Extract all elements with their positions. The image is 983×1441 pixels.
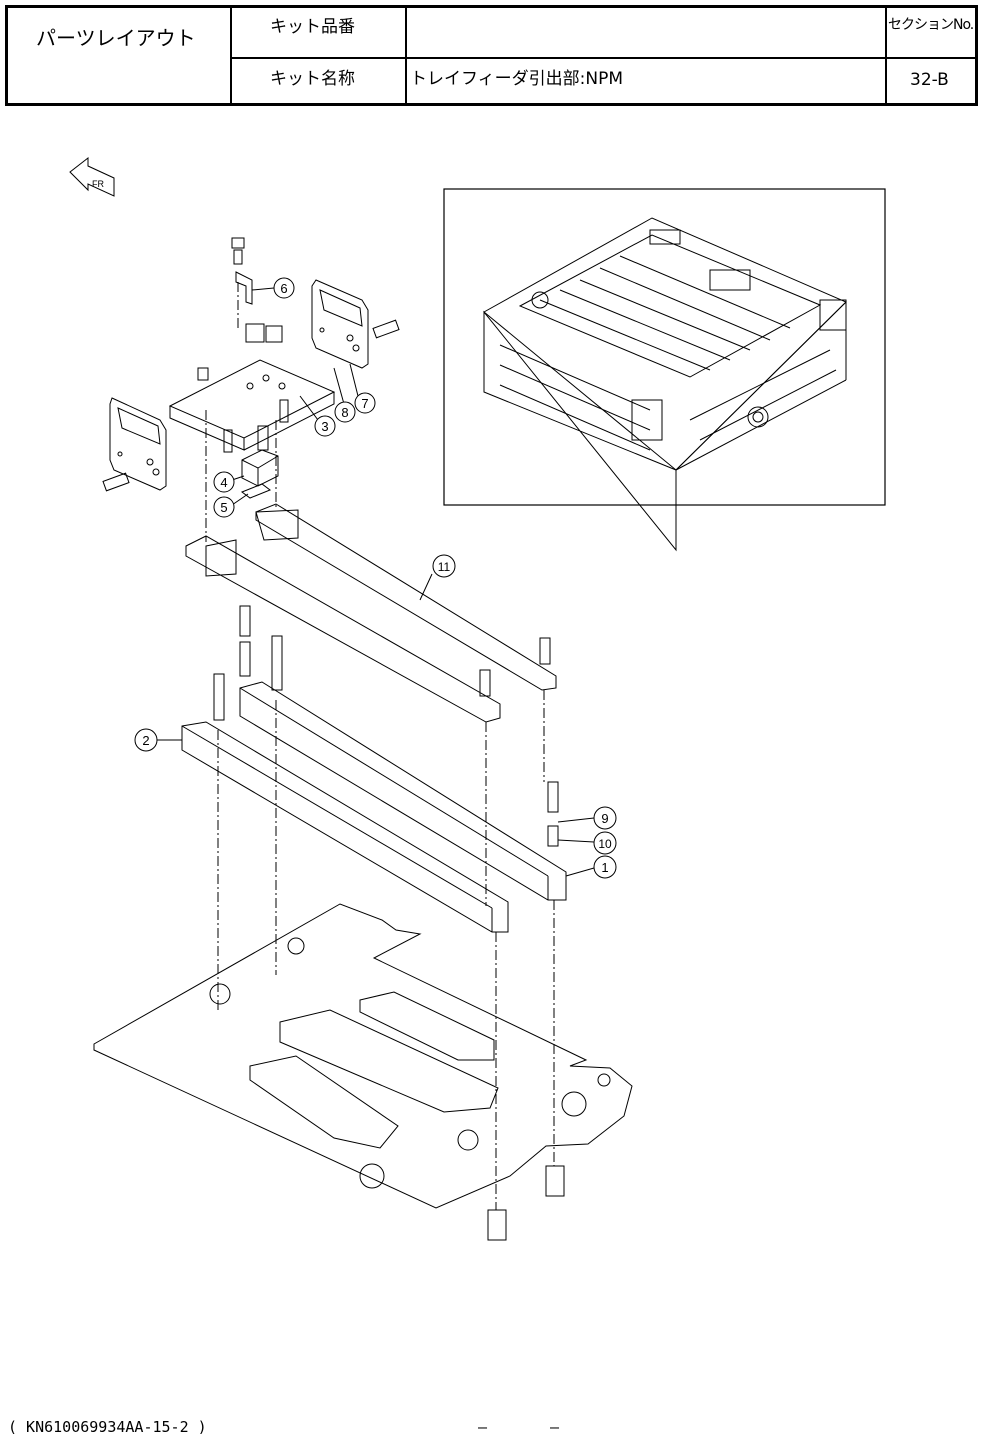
callout-label: 4 [220,475,227,490]
front-direction-arrow-icon: FR [70,158,114,196]
callout-label: 8 [341,405,348,420]
page-number-right: — [550,1418,559,1436]
right-clamp-plate [312,280,399,368]
document-code: ( KN610069934AA-15-2 ) [8,1418,207,1436]
top-bracket [232,238,252,304]
callout-label: 1 [601,860,608,875]
assembly-overview-inset [444,189,885,550]
page-number-left: — [478,1418,487,1436]
callout-label: 10 [598,837,612,851]
alignment-lines [206,282,554,1210]
callout-label: 6 [280,281,287,296]
spacer-bars [182,636,566,932]
callout-label: 5 [220,500,227,515]
left-clamp-plate [103,398,166,491]
slider-block-assembly [170,324,334,452]
callout-label: 7 [361,396,368,411]
callout-label: 9 [601,811,608,826]
callout-label: 2 [142,733,149,748]
callout-label: 11 [438,560,451,574]
callout-label: 3 [321,419,328,434]
front-marker-label: FR [92,179,104,189]
base-plate [94,904,632,1240]
